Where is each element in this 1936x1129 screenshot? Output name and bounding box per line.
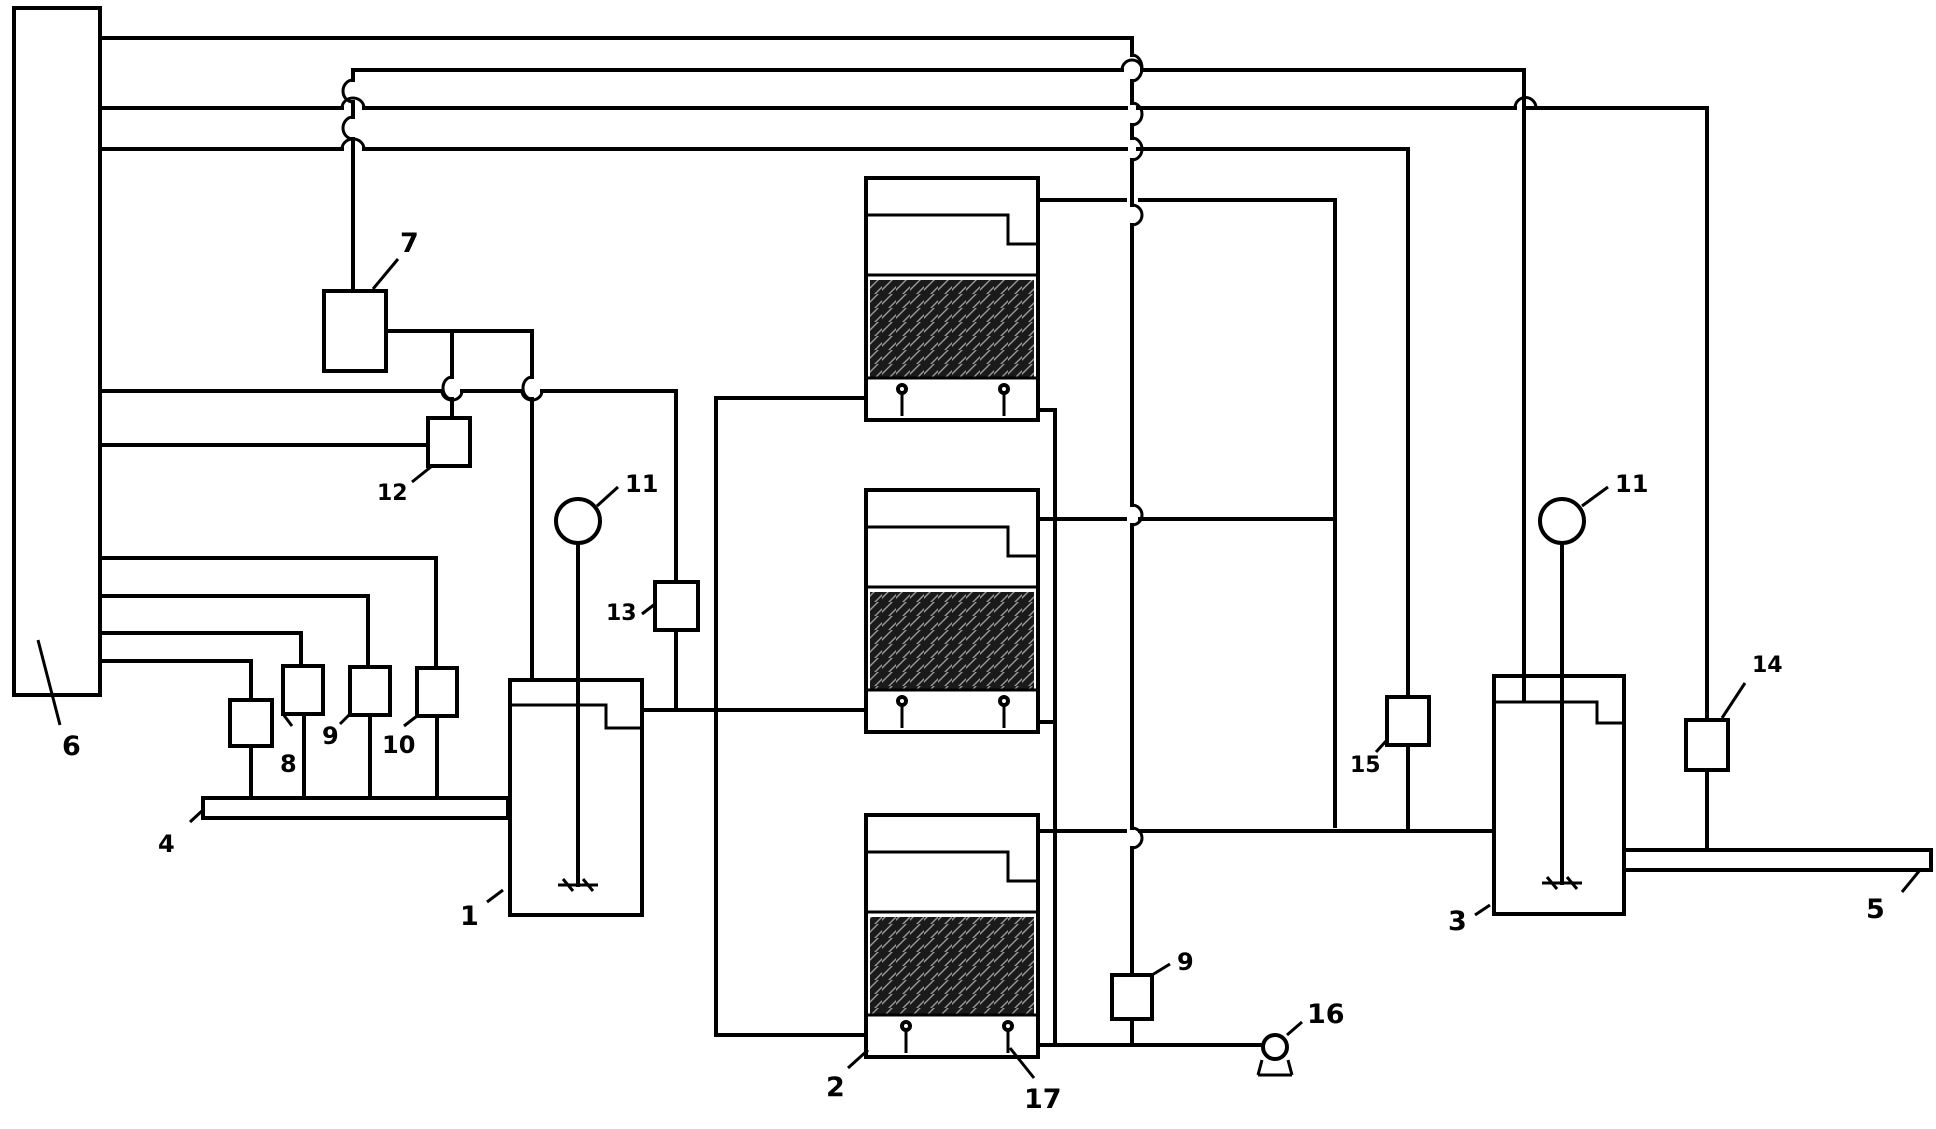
label-box-13: 13 bbox=[606, 601, 637, 626]
leader-10 bbox=[403, 714, 418, 728]
leader-3 bbox=[1474, 903, 1491, 917]
label-inlet-4: 4 bbox=[158, 830, 175, 858]
label-pump-16: 16 bbox=[1307, 999, 1345, 1030]
distribution-header bbox=[714, 396, 868, 1037]
label-tank-3: 3 bbox=[1448, 906, 1467, 937]
signal-line-2 bbox=[98, 106, 1709, 772]
signal-line-1 bbox=[98, 36, 1134, 977]
reactor-top-weir bbox=[866, 213, 1038, 277]
leader-7 bbox=[371, 258, 400, 290]
effluent-line-top bbox=[1036, 198, 1337, 828]
mixer-motor-11-right bbox=[1538, 497, 1586, 545]
crossover-4 bbox=[340, 137, 366, 150]
inlet-pipe-4 bbox=[201, 796, 510, 820]
tank-1-weir bbox=[510, 703, 642, 730]
signal-line-d10 bbox=[98, 556, 438, 670]
signal-line-d9 bbox=[98, 594, 370, 669]
leader-1 bbox=[486, 888, 504, 904]
leader-13 bbox=[641, 602, 656, 616]
leader-17 bbox=[1008, 1047, 1036, 1079]
leader-16 bbox=[1286, 1020, 1303, 1037]
reactor-2-weir bbox=[866, 850, 1038, 914]
label-box-12: 12 bbox=[377, 481, 408, 506]
reactor-middle-weir bbox=[866, 525, 1038, 589]
mixer-impeller-right bbox=[1542, 876, 1582, 890]
pump-16 bbox=[1261, 1033, 1289, 1061]
leader-5 bbox=[1900, 869, 1922, 893]
tank-3 bbox=[1492, 674, 1626, 916]
label-reactor-2: 2 bbox=[826, 1072, 845, 1103]
label-box-9-left: 9 bbox=[322, 722, 339, 750]
reactor-top-nozzle-1 bbox=[896, 383, 908, 395]
leader-11-left bbox=[595, 485, 620, 508]
leader-14 bbox=[1720, 682, 1747, 719]
leader-12 bbox=[411, 464, 433, 484]
reactor-top-media bbox=[870, 280, 1034, 378]
label-mixer-11-right: 11 bbox=[1615, 470, 1648, 498]
label-part-17: 17 bbox=[1024, 1084, 1062, 1115]
box-9-bottom bbox=[1110, 973, 1154, 1021]
leader-4 bbox=[188, 808, 205, 824]
tank-3-weir bbox=[1494, 700, 1624, 725]
box-12 bbox=[426, 416, 472, 468]
pump-16-base bbox=[1256, 1059, 1294, 1077]
outlet-pipe-5 bbox=[1622, 848, 1933, 872]
mixer-impeller-left bbox=[558, 878, 598, 892]
label-box-8: 8 bbox=[280, 750, 297, 778]
label-box-10: 10 bbox=[382, 731, 415, 759]
dosing-box-9 bbox=[348, 665, 392, 717]
label-outlet-5: 5 bbox=[1866, 894, 1885, 925]
label-box-14: 14 bbox=[1752, 653, 1783, 678]
box7-crossovers bbox=[441, 375, 533, 401]
leader-15 bbox=[1374, 738, 1389, 754]
controller-6 bbox=[12, 6, 102, 697]
box7-out-line bbox=[384, 329, 534, 682]
signal-line-13 bbox=[98, 389, 678, 582]
label-box-7: 7 bbox=[400, 228, 419, 259]
label-controller-6: 6 bbox=[62, 731, 81, 762]
label-box-15: 15 bbox=[1350, 753, 1381, 778]
label-box-9-bottom: 9 bbox=[1177, 948, 1194, 976]
leader-2 bbox=[846, 1048, 870, 1070]
reactor-2-nozzle-2 bbox=[1002, 1020, 1014, 1032]
signal-line-d0 bbox=[98, 659, 253, 702]
box-14 bbox=[1684, 718, 1730, 772]
mixer-motor-11-left bbox=[554, 497, 602, 545]
reactor-middle-nozzle-1 bbox=[896, 695, 908, 707]
signal-line-d8 bbox=[98, 631, 303, 668]
reactor-2-nozzle-1 bbox=[900, 1020, 912, 1032]
crossover-13 bbox=[440, 390, 544, 402]
leader-9-left bbox=[338, 712, 352, 726]
reactor-top-nozzle-2 bbox=[998, 383, 1010, 395]
reactor-middle-media bbox=[870, 592, 1034, 690]
label-mixer-11-left: 11 bbox=[625, 470, 658, 498]
leader-11-right bbox=[1581, 485, 1609, 508]
air-header bbox=[1036, 408, 1267, 1047]
dosing-drops bbox=[249, 712, 439, 798]
signal-line-4 bbox=[98, 147, 1410, 699]
dosing-box-8 bbox=[281, 664, 325, 716]
reactor-middle-nozzle-2 bbox=[998, 695, 1010, 707]
dosing-box-unlabeled bbox=[228, 698, 274, 748]
reactor-2-media bbox=[870, 917, 1034, 1015]
label-tank-1: 1 bbox=[460, 901, 479, 932]
signal-line-3 bbox=[351, 68, 1526, 292]
box-7 bbox=[322, 289, 388, 373]
box-13 bbox=[653, 580, 700, 632]
leader-9-bottom bbox=[1151, 962, 1171, 977]
box-15 bbox=[1385, 695, 1431, 747]
leader-8 bbox=[281, 713, 294, 727]
dosing-box-10 bbox=[415, 666, 459, 718]
leader-6 bbox=[36, 639, 62, 726]
